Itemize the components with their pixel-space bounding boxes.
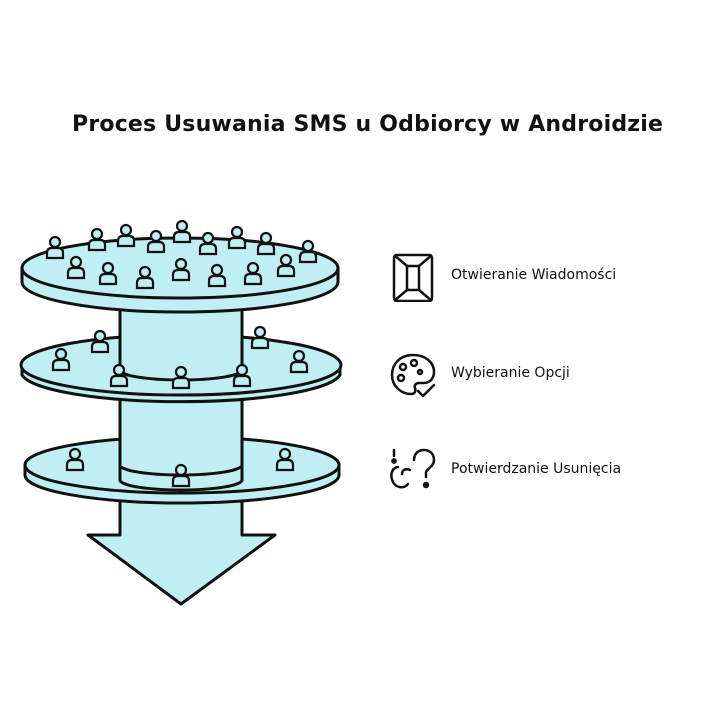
person-icon (45, 235, 65, 260)
person-icon (243, 261, 263, 286)
person-icon (109, 363, 129, 388)
person-icon (172, 219, 192, 244)
step-label: Otwieranie Wiadomości (451, 267, 617, 283)
person-icon (289, 349, 309, 374)
person-icon (135, 265, 155, 290)
person-icon (171, 463, 191, 488)
people-icons (45, 219, 318, 488)
step-open-message: Otwieranie Wiadomości (388, 252, 708, 304)
funnel-level-2 (19, 316, 343, 404)
person-icon (65, 447, 85, 472)
diagram-title: Proces Usuwania SMS u Odbiorcy w Android… (72, 112, 664, 137)
question-marks-icon (390, 448, 436, 489)
person-icon (116, 223, 136, 248)
person-icon (98, 261, 118, 286)
person-icon (250, 325, 270, 350)
person-icon (171, 365, 191, 390)
step-label: Potwierdzanie Usunięcia (451, 461, 622, 477)
step-label: Wybieranie Opcji (451, 365, 570, 381)
person-icon (51, 347, 71, 372)
options-palette-icon (390, 353, 436, 398)
person-icon (171, 257, 191, 282)
person-icon (275, 447, 295, 472)
person-icon (232, 363, 252, 388)
person-icon (90, 329, 110, 354)
person-icon (198, 231, 218, 256)
person-icon (227, 225, 247, 250)
step-confirm-deletion: Potwierdzanie Usunięcia (388, 446, 708, 498)
person-icon (207, 263, 227, 288)
person-icon (66, 255, 86, 280)
step-choose-option: Wybieranie Opcji (388, 350, 708, 402)
person-icon (276, 253, 296, 278)
envelope-icon (392, 253, 434, 302)
funnel-diagram (19, 219, 343, 606)
person-icon (146, 229, 166, 254)
person-icon (87, 227, 107, 252)
person-icon (298, 239, 318, 264)
person-icon (256, 231, 276, 256)
